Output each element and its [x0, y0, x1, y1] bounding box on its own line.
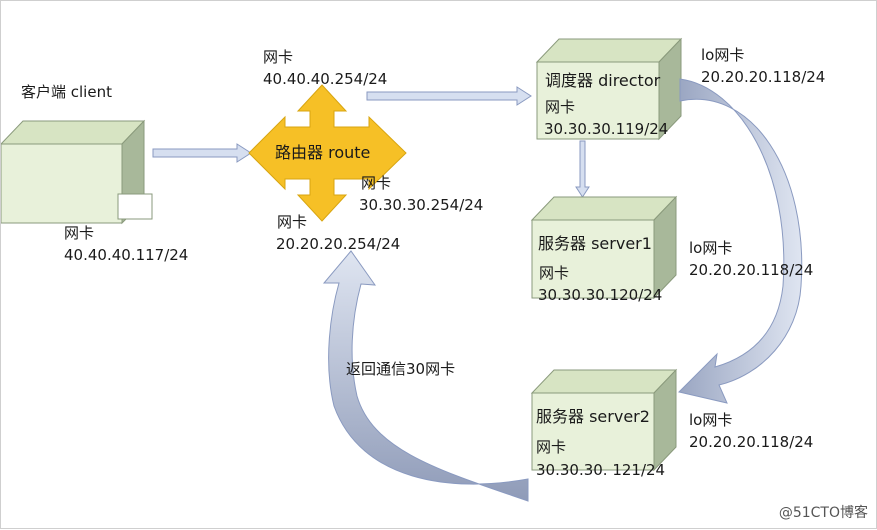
director-lo-label: lo网卡	[701, 46, 745, 64]
router-shape	[248, 84, 407, 222]
server1-lo-ip: 20.20.20.118/24	[689, 261, 814, 279]
watermark: @51CTO博客	[778, 505, 868, 521]
arrow-client-to-router	[152, 143, 252, 163]
router-nic2-ip: 30.30.30.254/24	[359, 196, 484, 214]
arrow-director-to-server1	[575, 140, 590, 198]
server1-title: 服务器 server1	[538, 234, 652, 253]
server2-lo-ip: 20.20.20.118/24	[689, 433, 814, 451]
server1-lo-label: lo网卡	[689, 239, 733, 257]
router-nic1-ip: 40.40.40.254/24	[263, 70, 388, 88]
client-nic-port	[117, 193, 153, 220]
return-path-label: 返回通信30网卡	[346, 360, 456, 378]
server1-nic-label: 网卡	[539, 264, 570, 282]
curve-arrow-director-to-server2	[678, 78, 803, 404]
router-title: 路由器 route	[275, 143, 371, 162]
director-nic-ip: 30.30.30.119/24	[544, 120, 669, 138]
client-nic-ip: 40.40.40.117/24	[64, 246, 189, 264]
server1-nic-ip: 30.30.30.120/24	[538, 286, 663, 304]
director-title: 调度器 director	[545, 71, 661, 90]
client-nic-label: 网卡	[64, 224, 95, 242]
server2-title: 服务器 server2	[536, 407, 650, 426]
server2-nic-label: 网卡	[536, 438, 567, 456]
server2-lo-label: lo网卡	[689, 411, 733, 429]
server2-nic-ip: 30.30.30. 121/24	[536, 461, 666, 479]
director-box	[535, 37, 683, 141]
router-nic1-label: 网卡	[263, 48, 294, 66]
arrow-router-to-director	[366, 86, 532, 106]
router-nic3-label: 网卡	[277, 213, 308, 231]
router-nic3-ip: 20.20.20.254/24	[276, 235, 401, 253]
director-nic-label: 网卡	[545, 98, 576, 116]
client-box	[1, 119, 153, 225]
router-nic2-label: 网卡	[361, 174, 392, 192]
server2-box	[530, 368, 678, 472]
client-title: 客户端 client	[21, 83, 112, 101]
director-lo-ip: 20.20.20.118/24	[701, 68, 826, 86]
curve-arrow-return-to-router	[322, 250, 529, 502]
server1-box	[530, 195, 678, 300]
